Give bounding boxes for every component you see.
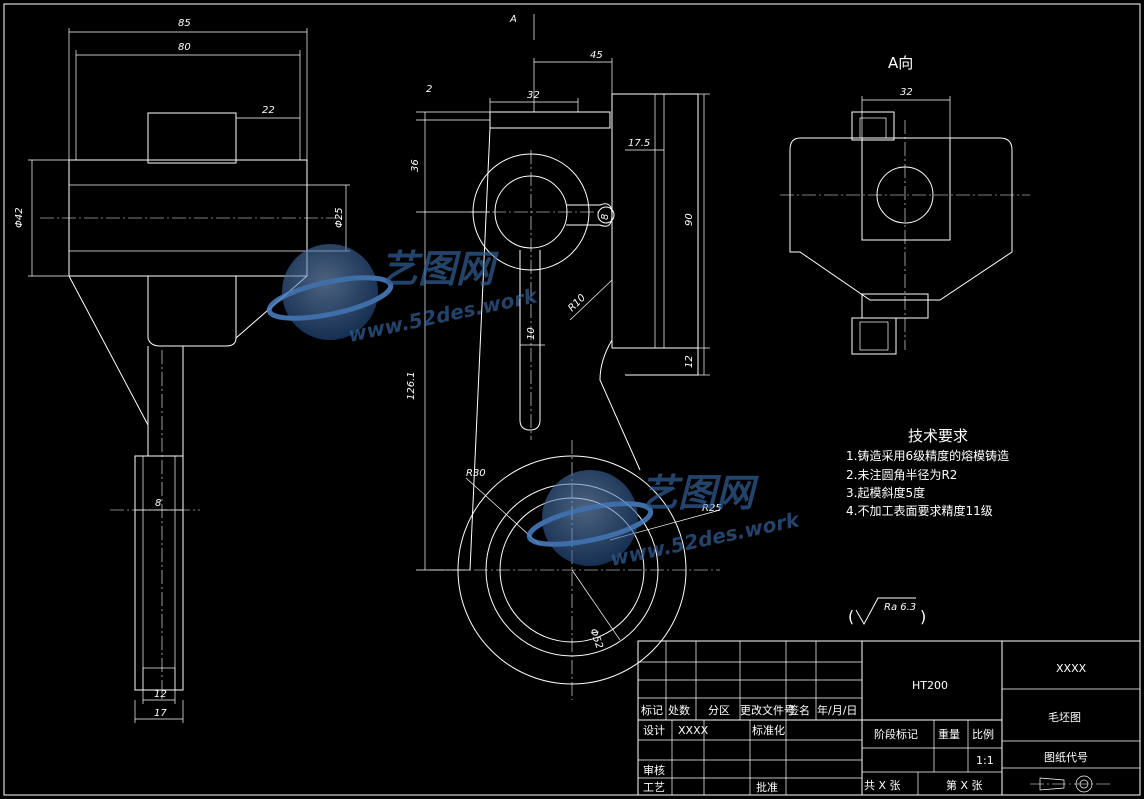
dim-8: 8 xyxy=(155,498,161,509)
dim-45: 45 xyxy=(590,50,603,61)
dim-r25: R25 xyxy=(702,503,722,514)
tb-mark: 标记 xyxy=(641,703,663,717)
tb-scale-label: 比例 xyxy=(972,727,994,741)
tb-drawing-no: 图纸代号 xyxy=(1044,751,1088,764)
left-section-view: 85 80 22 Φ42 Φ25 8 12 17 xyxy=(14,18,350,723)
tb-company: XXXX xyxy=(1056,662,1087,675)
watermark-2: 艺图网 www.52des.work xyxy=(526,470,803,571)
tb-process: 工艺 xyxy=(643,781,665,794)
dim-85: 85 xyxy=(178,18,191,29)
dim-17: 17 xyxy=(154,708,167,719)
roughness-symbol: ( Ra 6.3 ) xyxy=(848,597,926,626)
tb-approve: 批准 xyxy=(756,780,778,794)
tech-item-2: 2.未注圆角半径为R2 xyxy=(846,467,957,482)
view-arrow-label-a: A xyxy=(509,14,517,25)
svg-text:(: ( xyxy=(848,607,854,626)
tb-standard: 标准化 xyxy=(752,723,785,737)
tech-item-4: 4.不加工表面要求精度11级 xyxy=(846,503,993,518)
dim-22: 22 xyxy=(262,105,275,116)
tb-sheet-number: 第 X 张 xyxy=(946,778,983,792)
dim-12: 12 xyxy=(154,689,167,700)
tb-date: 年/月/日 xyxy=(817,703,857,717)
tech-item-1: 1.铸造采用6级精度的熔模铸造 xyxy=(846,448,1009,463)
dim-32: 32 xyxy=(527,90,540,101)
tb-signature: 签名 xyxy=(788,703,810,717)
tb-zone: 分区 xyxy=(708,704,730,717)
svg-text:): ) xyxy=(920,607,926,626)
dim-a-32: 32 xyxy=(900,87,913,98)
dim-10: 10 xyxy=(526,327,537,340)
tech-title: 技术要求 xyxy=(908,427,968,445)
watermark-brand: 艺图网 xyxy=(380,247,499,291)
view-a-title: A向 xyxy=(888,54,913,72)
dim-90: 90 xyxy=(684,213,695,226)
tb-stage: 阶段标记 xyxy=(874,727,918,741)
dim-12-right: 12 xyxy=(684,355,695,368)
dim-126-1: 126.1 xyxy=(406,371,417,400)
tb-count: 处数 xyxy=(668,704,690,717)
watermark-1: 艺图网 www.52des.work xyxy=(266,244,541,347)
dim-r10: R10 xyxy=(566,292,588,314)
dim-36: 36 xyxy=(410,159,421,172)
tb-design: 设计 xyxy=(643,724,665,737)
dim-phi42: Φ42 xyxy=(14,207,25,228)
view-a: A向 32 xyxy=(780,54,1030,355)
tb-total-sheets: 共 X 张 xyxy=(864,779,901,792)
middle-front-view: A 45 32 xyxy=(406,14,722,700)
tb-designer: XXXX xyxy=(678,724,709,737)
tb-weight: 重量 xyxy=(938,727,960,741)
tb-drawing-name: 毛坯图 xyxy=(1048,711,1081,724)
roughness-value: Ra 6.3 xyxy=(884,602,916,613)
dim-80: 80 xyxy=(178,42,191,53)
tb-change-doc: 更改文件号 xyxy=(740,703,795,717)
dim-17-5: 17.5 xyxy=(628,138,650,149)
technical-requirements: 技术要求 1.铸造采用6级精度的熔模铸造 2.未注圆角半径为R2 3.起模斜度5… xyxy=(846,427,1009,518)
title-block: 标记 处数 分区 更改文件号 签名 年/月/日 设计 XXXX 标准化 审核 工… xyxy=(637,640,1141,796)
tb-material: HT200 xyxy=(912,679,948,692)
dim-phi52: Φ52 xyxy=(587,627,604,650)
watermark-brand-2: 艺图网 xyxy=(640,471,759,515)
tech-item-3: 3.起模斜度5度 xyxy=(846,485,925,500)
dim-r30: R30 xyxy=(466,468,486,479)
dim-8-link: 8 xyxy=(600,214,611,220)
dim-phi25: Φ25 xyxy=(334,207,345,228)
tb-review: 审核 xyxy=(643,763,665,777)
tb-scale: 1:1 xyxy=(976,754,994,767)
dim-2: 2 xyxy=(426,84,432,95)
drawing-border xyxy=(3,3,1141,796)
